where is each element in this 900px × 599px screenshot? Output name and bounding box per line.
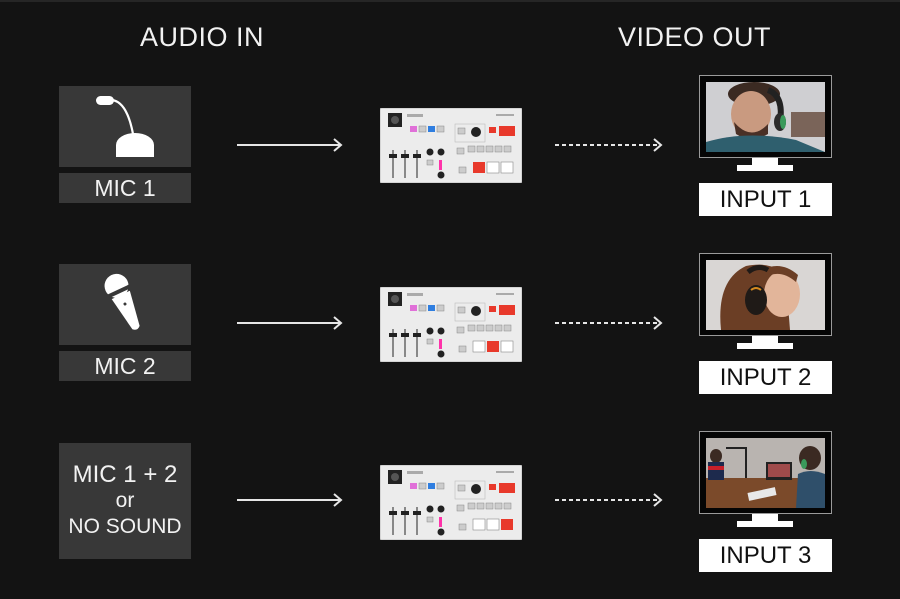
- mic1-icon-box: [59, 86, 191, 167]
- input2-label: INPUT 2: [699, 361, 832, 394]
- monitor-base: [737, 521, 793, 527]
- video-frame-man-headset: [706, 82, 825, 152]
- arrow-right-icon: [237, 316, 343, 330]
- mic2-label: MIC 2: [59, 351, 191, 381]
- dashed-arrow-right-icon: [555, 138, 663, 152]
- mic2-icon-box: [59, 264, 191, 345]
- audio-in-heading: AUDIO IN: [140, 22, 265, 52]
- monitor-screen: [699, 75, 832, 158]
- mic-combined-box: MIC 1 + 2 or NO SOUND: [59, 443, 191, 559]
- video-frame-woman-headphones: [706, 260, 825, 330]
- handheld-microphone-icon: [104, 273, 140, 330]
- mic-combined-line3: NO SOUND: [68, 515, 182, 538]
- video-frame-studio-wide: [706, 438, 825, 508]
- gooseneck-microphone-icon: [96, 96, 154, 157]
- input3-label: INPUT 3: [699, 539, 832, 572]
- arrow-right-icon: [237, 138, 343, 152]
- arrow-right-icon: [237, 493, 343, 507]
- monitor-base: [737, 343, 793, 349]
- monitor-screen: [699, 253, 832, 336]
- input1-label: INPUT 1: [699, 183, 832, 216]
- monitor-output-3: [699, 431, 832, 528]
- monitor-output-2: [699, 253, 832, 350]
- dashed-arrow-right-icon: [555, 316, 663, 330]
- mic-combined-line2: or: [115, 489, 135, 512]
- top-border: [0, 0, 900, 2]
- video-switcher-device-3: [380, 465, 522, 540]
- monitor-base: [737, 165, 793, 171]
- monitor-output-1: [699, 75, 832, 172]
- mic1-label: MIC 1: [59, 173, 191, 203]
- video-out-heading: VIDEO OUT: [618, 22, 772, 52]
- monitor-stand: [752, 514, 778, 522]
- video-switcher-device-2: [380, 287, 522, 362]
- monitor-stand: [752, 336, 778, 344]
- video-switcher-device-1: [380, 108, 522, 183]
- dashed-arrow-right-icon: [555, 493, 663, 507]
- mic-combined-line1: MIC 1 + 2: [72, 461, 178, 488]
- monitor-screen: [699, 431, 832, 514]
- monitor-stand: [752, 158, 778, 166]
